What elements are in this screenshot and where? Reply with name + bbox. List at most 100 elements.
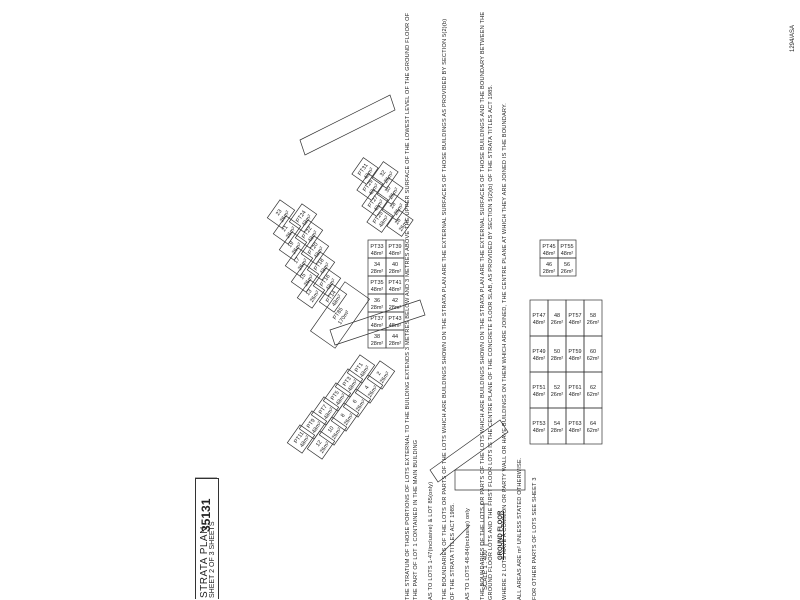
- lot-64-area: 62m²: [587, 428, 600, 434]
- lot-57-number: PT57: [568, 313, 581, 319]
- north-arrow-line: [439, 524, 471, 556]
- lot-35-area: 48m²: [371, 287, 384, 293]
- lot-32-number: 32: [379, 170, 387, 178]
- lot-57-area: 48m²: [569, 320, 582, 326]
- lot-8-number: 8: [340, 413, 347, 419]
- lot-51-number: PT51: [532, 385, 545, 391]
- lot-24-boundary: [288, 203, 318, 233]
- lot-32-boundary: [371, 161, 399, 189]
- lot-42-number: 42: [392, 298, 398, 304]
- lot-61-area: 48m²: [569, 392, 582, 398]
- lot-56-area: 26m²: [561, 269, 574, 275]
- lot-23-number: 23: [275, 209, 283, 217]
- lot-50-area: 28m²: [551, 356, 564, 362]
- lot-15-boundary: [290, 263, 320, 293]
- lot-1-boundary: [346, 354, 376, 384]
- lot-48-area: 26m²: [551, 320, 564, 326]
- lot-52-area: 26m²: [551, 392, 564, 398]
- ancillary-lots-strip-middle: [329, 299, 426, 346]
- lot-21-boundary: [272, 215, 302, 245]
- lot-40-area: 28m²: [389, 269, 402, 275]
- lot-10-number: 10: [327, 426, 335, 434]
- lot-46-area: 28m²: [543, 269, 556, 275]
- lot-17-boundary: [284, 247, 314, 277]
- lot-58-area: 26m²: [587, 320, 600, 326]
- lot-64-number: 64: [590, 421, 596, 427]
- lot-53-area: 48m²: [533, 428, 546, 434]
- lot-7-boundary: [310, 396, 340, 426]
- lot-2-area: 26m²: [379, 371, 391, 385]
- lot-19-boundary: [278, 231, 308, 261]
- lot-26-number: 26: [394, 218, 402, 226]
- lot-22-boundary: [294, 219, 324, 249]
- lot-55-area: 48m²: [561, 251, 574, 257]
- lot-13-number: 13: [305, 289, 313, 297]
- lot-3-boundary: [334, 368, 364, 398]
- ancillary-lots-strip-base: [454, 469, 526, 491]
- lot-44-number: 44: [392, 334, 398, 340]
- lot-54-number: 54: [554, 421, 560, 427]
- lot-44-area: 28m²: [389, 341, 402, 347]
- lot-30-number: 30: [384, 186, 392, 194]
- lot-17-number: 17: [293, 257, 301, 265]
- lot-63-number: PT63: [568, 421, 581, 427]
- lot-58-number: 58: [590, 313, 596, 319]
- lot-33-area: 48m²: [371, 251, 384, 257]
- lot-56-boundary: [557, 257, 577, 277]
- lot-37-number: PT37: [370, 316, 383, 322]
- lot-49-number: PT49: [532, 349, 545, 355]
- lot-34-number: 34: [374, 262, 380, 268]
- lot-35-number: PT35: [370, 280, 383, 286]
- lot-55-number: PT55: [560, 244, 573, 250]
- lot-6-area: 26m²: [355, 399, 367, 413]
- lot-59-area: 48m²: [569, 356, 582, 362]
- lot-47-number: PT47: [532, 313, 545, 319]
- lot-7-number: PT7: [318, 404, 329, 416]
- lot-5-number: PT5: [330, 390, 341, 402]
- lot-41-number: PT41: [388, 280, 401, 286]
- lot-6-number: 6: [352, 399, 359, 405]
- lot-45-area: 48m²: [543, 251, 556, 257]
- lot-43-area: 48m²: [389, 323, 402, 329]
- lot-2-number: 2: [376, 371, 383, 377]
- lot-46-number: 46: [546, 262, 552, 268]
- title-block: [195, 478, 219, 599]
- lot-15-number: 15: [299, 273, 307, 281]
- lot-50-number: 50: [554, 349, 560, 355]
- lot-2-boundary: [366, 360, 396, 390]
- lot-6-boundary: [342, 388, 372, 418]
- lot-10-boundary: [318, 416, 348, 446]
- lot-13-boundary: [296, 279, 326, 309]
- lot-33-number: PT33: [370, 244, 383, 250]
- lot-62-area: 62m²: [587, 392, 600, 398]
- lot-9-boundary: [298, 410, 328, 440]
- lot-4-area: 26m²: [367, 385, 379, 399]
